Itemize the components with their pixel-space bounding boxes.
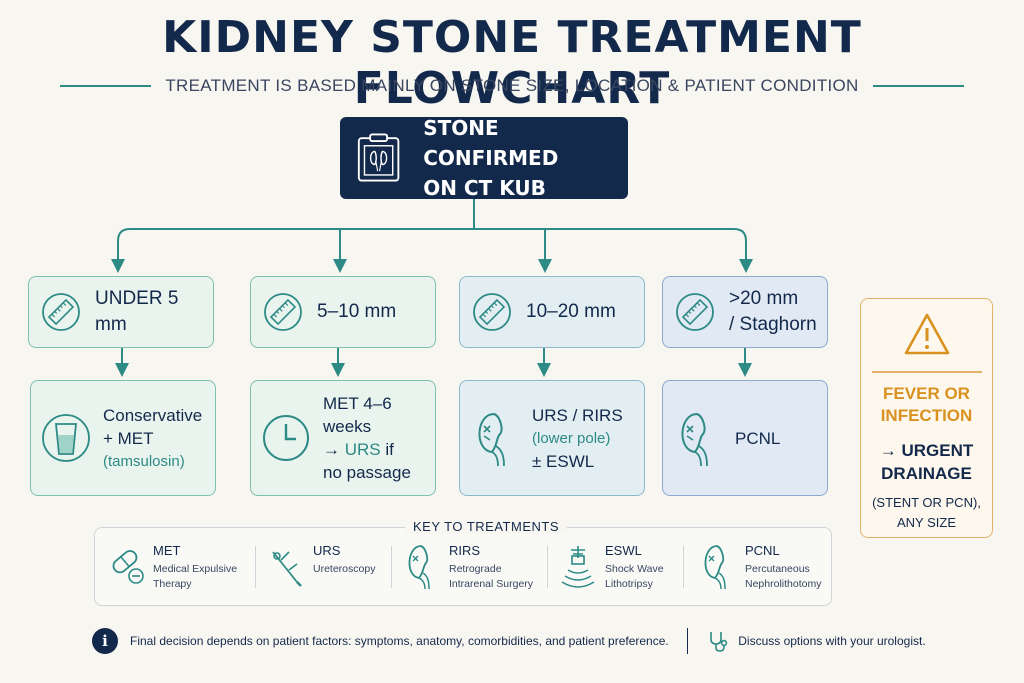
treatment-line-1: PCNL — [735, 428, 781, 448]
root-line-2: ON CT KUB — [423, 176, 546, 200]
ruler-icon — [264, 293, 302, 331]
alert-line-4: DRAINAGE — [881, 463, 972, 483]
key-divider — [391, 546, 392, 588]
stethoscope-icon — [710, 632, 728, 652]
treatment-box-met: MET 4–6 weeks → URS if no passage — [250, 380, 436, 496]
alert-line-6: ANY SIZE — [896, 514, 956, 530]
key-abbr: ESWL — [605, 543, 642, 558]
subtitle-rule-left — [60, 85, 152, 87]
key-abbr: MET — [153, 543, 181, 558]
key-desc-1: Shock Wave — [605, 563, 664, 575]
info-icon: i — [92, 628, 118, 654]
key-desc-1: Medical Expulsive — [153, 563, 238, 575]
alert-rule — [871, 371, 982, 373]
capsule-icon — [112, 550, 144, 584]
key-abbr: URS — [313, 543, 341, 558]
key-desc-1: Retrograde — [449, 563, 502, 575]
alert-line-5: (STENT OR PCN), — [872, 494, 981, 510]
ruler-icon — [42, 293, 80, 331]
subtitle: TREATMENT IS BASED MAINLY ON STONE SIZE,… — [165, 76, 859, 95]
ruler-icon — [676, 293, 714, 331]
alert-line-1: FEVER OR — [883, 383, 970, 403]
kidney-icon — [478, 412, 505, 467]
size-label-line-1: >20 mm — [729, 288, 799, 309]
treatment-line-1: Conservative — [103, 405, 203, 425]
treatment-line-3: ± ESWL — [532, 451, 595, 471]
ureteroscope-icon — [272, 551, 302, 587]
root-line-1: STONE CONFIRMED — [423, 116, 559, 170]
treatment-box-conservative: Conservative + MET (tamsulosin) — [30, 380, 216, 496]
footer: i Final decision depends on patient fact… — [92, 628, 926, 654]
size-box-under-5mm: UNDER 5 mm — [28, 276, 214, 348]
key-item-rirs: RIRS Retrograde Intrarenal Surgery — [403, 542, 533, 592]
treatment-line-1: URS / RIRS — [532, 405, 623, 425]
treatment-line-3: no passage — [323, 463, 411, 482]
treatment-line-2: (lower pole) — [532, 429, 611, 447]
size-label: UNDER 5 mm — [95, 288, 179, 335]
key-desc-1: Percutaneous — [745, 563, 810, 575]
key-desc-1: Ureteroscopy — [313, 563, 376, 575]
key-item-eswl: ESWL Shock Wave Lithotripsy — [559, 542, 664, 592]
branch-bus — [117, 228, 747, 264]
treatment-box-urs-rirs: URS / RIRS (lower pole) ± ESWL — [459, 380, 645, 496]
key-item-urs: URS Ureteroscopy — [267, 542, 375, 590]
urgent-alert-box: FEVER OR INFECTION → URGENT DRAINAGE (ST… — [860, 298, 993, 538]
shock-wave-icon — [561, 546, 595, 588]
footer-note: Final decision depends on patient factor… — [130, 634, 669, 648]
subtitle-rule-right — [872, 85, 964, 87]
treatment-box-pcnl: PCNL — [662, 380, 828, 496]
key-divider — [683, 546, 684, 588]
root-node: STONE CONFIRMED ON CT KUB — [340, 116, 628, 200]
size-box-over-20mm: >20 mm / Staghorn — [662, 276, 828, 348]
treatment-line-2: + MET — [103, 428, 154, 448]
subtitle-row: TREATMENT IS BASED MAINLY ON STONE SIZE,… — [60, 76, 964, 96]
key-title: KEY TO TREATMENTS — [405, 519, 567, 534]
treatment-after: if — [385, 440, 394, 459]
key-desc-2: Nephrolithotomy — [745, 578, 822, 590]
treatment-line-1: MET 4–6 weeks — [323, 394, 392, 436]
key-abbr: RIRS — [449, 543, 481, 558]
kidney-icon — [681, 412, 708, 467]
footer-advice: Discuss options with your urologist. — [738, 634, 926, 648]
key-abbr: PCNL — [745, 543, 780, 558]
alert-line-3: → URGENT — [879, 440, 974, 460]
key-desc-2: Therapy — [153, 578, 192, 590]
key-desc-2: Intrarenal Surgery — [449, 578, 534, 590]
footer-divider — [686, 628, 689, 654]
size-box-10-20mm: 10–20 mm — [459, 276, 645, 348]
size-box-5-10mm: 5–10 mm — [250, 276, 436, 348]
kidney-scan-icon — [357, 133, 400, 182]
page-title: KIDNEY STONE TREATMENT FLOWCHART — [162, 12, 862, 114]
treatment-line-3: (tamsulosin) — [103, 452, 185, 470]
treatment-arrow: → — [323, 440, 340, 459]
kidney-icon — [408, 545, 430, 590]
clock-icon — [263, 415, 309, 461]
treatment-accent: URS — [344, 440, 381, 459]
size-label-line-2: / Staghorn — [729, 314, 817, 335]
key-item-met: MET Medical Expulsive Therapy — [107, 542, 237, 592]
alert-line-2: INFECTION — [880, 405, 973, 425]
size-label: 5–10 mm — [317, 301, 397, 322]
key-divider — [547, 546, 548, 588]
warning-icon — [904, 313, 949, 355]
key-item-pcnl: PCNL Percutaneous Nephrolithotomy — [699, 542, 821, 592]
kidney-icon — [704, 545, 726, 590]
key-divider — [255, 546, 256, 588]
size-label: 10–20 mm — [526, 301, 616, 322]
ruler-icon — [473, 293, 511, 331]
key-desc-2: Lithotripsy — [605, 578, 653, 590]
glass-of-water-icon — [42, 414, 90, 462]
treatment-key: KEY TO TREATMENTS MET Medical Expulsive … — [94, 519, 832, 606]
